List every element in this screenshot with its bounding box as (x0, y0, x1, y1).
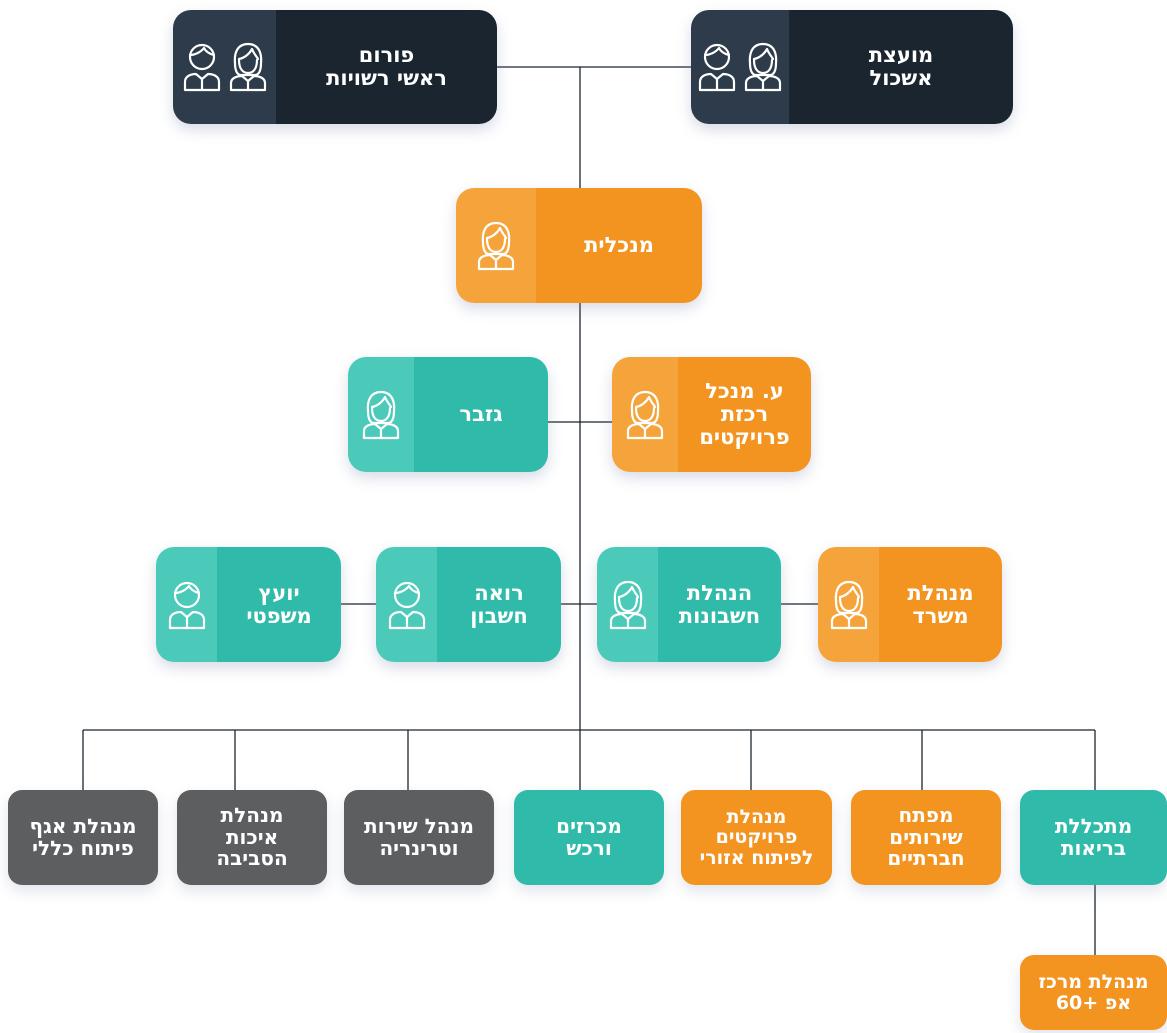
veterinary-box: מנהל שירות וטרינריה (344, 790, 494, 885)
woman-icon (475, 220, 517, 272)
man-icon (166, 579, 208, 631)
man-icon (386, 579, 428, 631)
node-label: פורום ראשי רשויות (276, 10, 497, 124)
node-label: יועץ משפטי (217, 547, 341, 662)
office-manager-node: מנהלת משרד (818, 547, 1002, 662)
man-icon (181, 41, 223, 93)
node-icons (348, 357, 414, 472)
deputy-ceo-node: ע. מנכל רכזת פרויקטים (612, 357, 811, 472)
legal-advisor-node: יועץ משפטי (156, 547, 341, 662)
bookkeeping-node: הנהלת חשבונות (597, 547, 781, 662)
node-icons (597, 547, 658, 662)
node-icons (612, 357, 678, 472)
woman-icon (742, 41, 784, 93)
health-box: מתכללת בריאות (1020, 790, 1167, 885)
council-node: מועצת אשכול (691, 10, 1013, 124)
woman-icon (624, 389, 666, 441)
node-label: מנכלית (536, 188, 702, 303)
ceo-node: מנכלית (456, 188, 702, 303)
node-icons (818, 547, 879, 662)
node-icons (691, 10, 789, 124)
forum-node: פורום ראשי רשויות (173, 10, 497, 124)
node-label: ע. מנכל רכזת פרויקטים (678, 357, 811, 472)
node-icons (376, 547, 437, 662)
node-label: הנהלת חשבונות (658, 547, 781, 662)
woman-icon (828, 579, 870, 631)
node-label: רואה חשבון (437, 547, 561, 662)
node-icons (173, 10, 276, 124)
treasurer-node: גזבר (348, 357, 548, 472)
general-development-box: מנהלת אגף פיתוח כללי (8, 790, 158, 885)
man-icon (696, 41, 738, 93)
tenders-box: מכרזים ורכש (514, 790, 664, 885)
node-label: מועצת אשכול (789, 10, 1013, 124)
center-60-box: מנהלת מרכז אפ +60 (1020, 955, 1167, 1030)
social-services-box: מפתח שירותים חברתיים (851, 790, 1001, 885)
node-label: מנהלת משרד (879, 547, 1002, 662)
node-icons (456, 188, 536, 303)
accountant-node: רואה חשבון (376, 547, 561, 662)
regional-projects-box: מנהלת פרויקטים לפיתוח אזורי (681, 790, 832, 885)
woman-icon (227, 41, 269, 93)
node-label: גזבר (414, 357, 548, 472)
woman-icon (360, 389, 402, 441)
node-icons (156, 547, 217, 662)
woman-icon (607, 579, 649, 631)
environment-box: מנהלת איכות הסביבה (177, 790, 327, 885)
